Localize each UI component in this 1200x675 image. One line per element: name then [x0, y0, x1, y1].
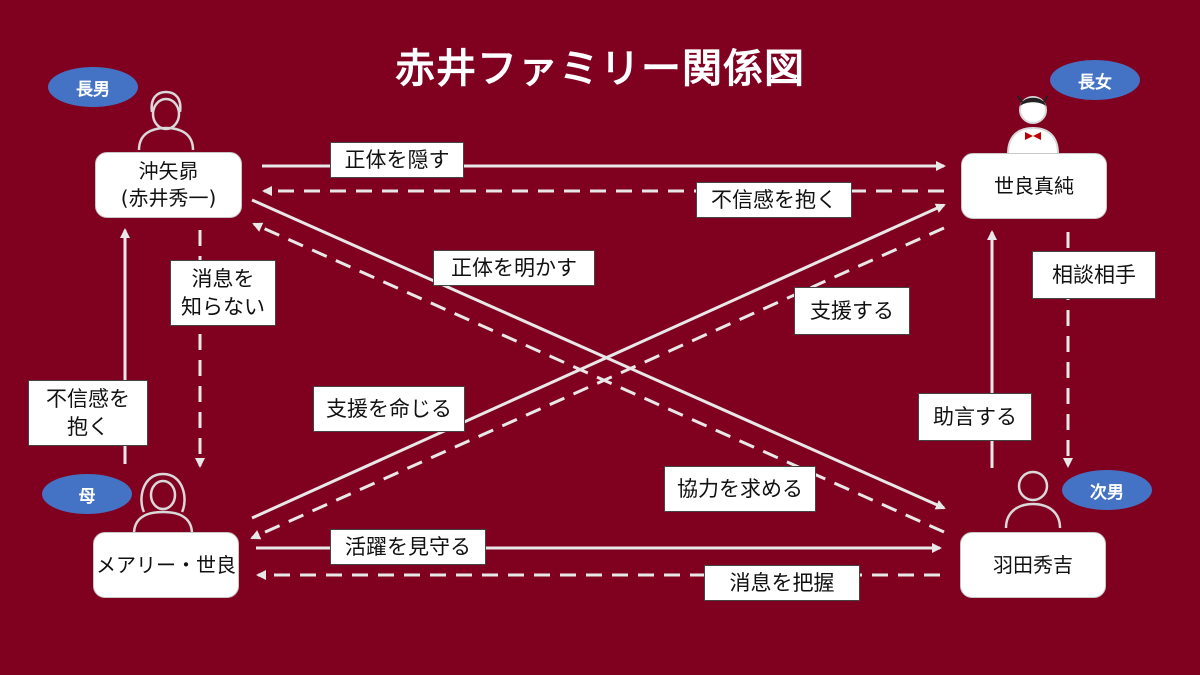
node-mary-sera: メアリー・世良: [93, 532, 239, 598]
node-haneda-shukichi: 羽田秀吉: [960, 532, 1106, 598]
label-mary-to-haneda: 活躍を見守る: [330, 529, 486, 565]
label-okiya-to-haneda: 正体を明かす: [433, 250, 595, 286]
label-sera-to-haneda: 相談相手: [1032, 251, 1156, 299]
bowtie-person-icon: [1006, 95, 1060, 154]
edge-sera-to-mary: [250, 226, 945, 540]
female-person-icon: [132, 472, 194, 535]
edge-haneda-to-okiya: [252, 222, 945, 534]
label-mary-to-okiya: 不信感を 抱く: [28, 380, 148, 446]
node-okiya-subaru: 沖矢昴 (赤井秀一): [95, 152, 242, 218]
label-okiya-to-mary: 消息を 知らない: [170, 260, 276, 326]
badge-eldest-son: 長男: [48, 67, 138, 107]
label-sera-to-okiya: 不信感を抱く: [696, 182, 852, 218]
label-sera-to-mary: 支援する: [794, 287, 910, 335]
page-title: 赤井ファミリー関係図: [395, 45, 805, 92]
label-okiya-to-sera: 正体を隠す: [330, 142, 464, 178]
badge-mother: 母: [42, 474, 132, 514]
node-sera-masumi: 世良真純: [961, 153, 1107, 219]
label-haneda-to-sera: 助言する: [918, 393, 1032, 441]
badge-eldest-daughter: 長女: [1050, 60, 1140, 100]
label-mary-to-sera: 支援を命じる: [313, 386, 465, 432]
edge-okiya-to-haneda: [251, 198, 946, 510]
person-icon: [1004, 470, 1062, 529]
label-haneda-to-okiya: 協力を求める: [664, 466, 816, 512]
badge-second-son: 次男: [1062, 470, 1152, 510]
label-haneda-to-mary: 消息を把握: [704, 565, 860, 601]
edge-mary-to-sera: [251, 203, 946, 520]
male-person-icon: [137, 90, 195, 151]
